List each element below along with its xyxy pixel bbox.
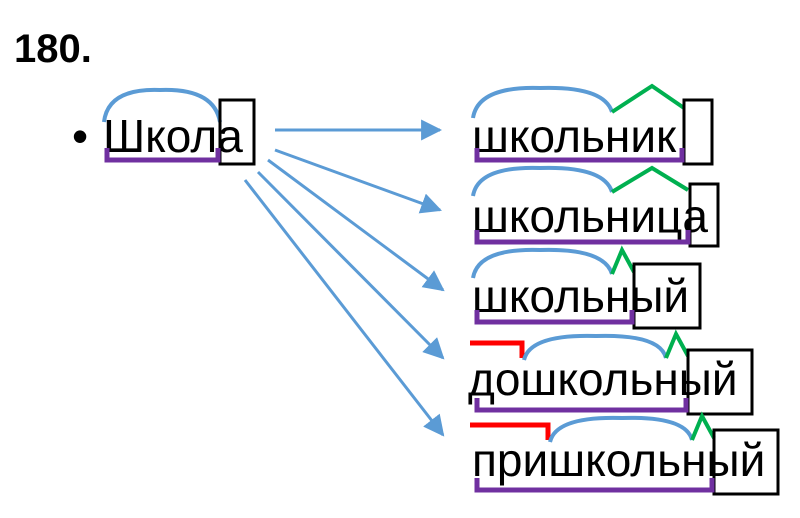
word-3-root-arc <box>471 247 614 279</box>
arrow-to-word-3 <box>267 158 445 292</box>
word-2-suffix-mark <box>610 165 690 194</box>
list-bullet: • <box>72 110 88 162</box>
source-root-arc <box>102 87 222 123</box>
word-3-suffix-mark <box>610 245 636 275</box>
word-5-root-arc <box>548 415 694 443</box>
word-1-suffix-mark <box>610 83 686 114</box>
source-stem-underline <box>104 148 221 163</box>
word-5-suffix-mark <box>690 411 716 441</box>
word-4-ending-box <box>686 348 754 416</box>
source-word: Школа <box>103 110 243 162</box>
derived-word-3: школьный <box>471 245 702 330</box>
derived-word-1: школьник <box>471 83 714 166</box>
word-1-text: школьник <box>472 110 677 162</box>
word-3-stem-underline <box>474 310 635 325</box>
word-5-ending-box <box>712 428 780 496</box>
word-3-ending-box <box>632 262 702 330</box>
derivation-arrows <box>243 119 445 437</box>
word-1-stem-underline <box>474 148 685 163</box>
word-2-text: школьница <box>472 190 708 242</box>
word-5-text: пришкольный <box>472 434 765 486</box>
word-4-stem-underline <box>474 398 689 413</box>
arrow-to-word-5 <box>243 179 445 437</box>
word-2-stem-underline <box>474 230 691 245</box>
word-1-root-arc <box>471 85 614 119</box>
exercise-number: 180. <box>14 27 92 71</box>
word-4-text: дошкольный <box>468 353 738 405</box>
arrow-to-word-2 <box>274 148 442 214</box>
word-1-ending-box <box>682 98 714 166</box>
word-3-text: школьный <box>472 270 689 322</box>
arrow-to-word-4 <box>256 170 445 360</box>
word-2-ending-box <box>688 182 720 248</box>
word-4-root-arc <box>522 333 668 361</box>
source-ending-box <box>218 98 256 166</box>
word-2-root-arc <box>471 165 614 197</box>
word-4-prefix-mark <box>470 340 525 358</box>
derived-word-5: пришкольный <box>470 411 780 496</box>
word-5-prefix-mark <box>470 422 551 440</box>
derived-word-4: дошкольный <box>468 329 754 416</box>
word-4-suffix-mark <box>664 329 690 359</box>
derived-word-2: школьница <box>471 165 720 248</box>
word-5-stem-underline <box>474 478 715 493</box>
source-word-group: Школа <box>102 87 256 166</box>
